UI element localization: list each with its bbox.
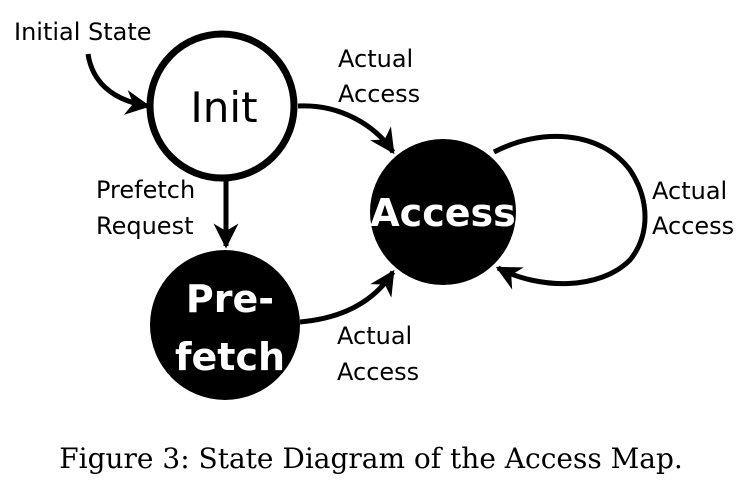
state-access: [370, 139, 516, 285]
figure-caption: Figure 3: State Diagram of the Access Ma…: [59, 442, 683, 475]
state-prefetch-label-line2: fetch: [175, 335, 285, 379]
initial-state-label: Initial State: [14, 18, 152, 46]
init-to-prefetch-label-line1: Prefetch: [96, 176, 195, 204]
access-self-label-line2: Access: [652, 212, 734, 240]
state-prefetch: [150, 250, 300, 400]
initial-arrow: [85, 53, 151, 115]
init-to-access-arrow: [297, 103, 396, 155]
state-diagram: Initial State Init Actual Access Prefetc…: [14, 18, 734, 400]
state-init-label: Init: [190, 83, 257, 132]
access-self-label-line1: Actual: [652, 177, 727, 205]
init-to-access-label-line1: Actual: [338, 45, 413, 73]
access-self-loop-arrow: [492, 134, 648, 290]
state-access-label: Access: [370, 191, 515, 235]
prefetch-to-access-arrow: [299, 269, 396, 325]
state-init: [146, 30, 298, 182]
prefetch-to-access-label-line1: Actual: [337, 322, 412, 350]
init-to-access-label-line2: Access: [338, 80, 420, 108]
init-to-prefetch-label-line2: Request: [96, 212, 194, 240]
prefetch-to-access-label-line2: Access: [337, 358, 419, 386]
state-prefetch-label-line1: Pre-: [186, 277, 274, 321]
